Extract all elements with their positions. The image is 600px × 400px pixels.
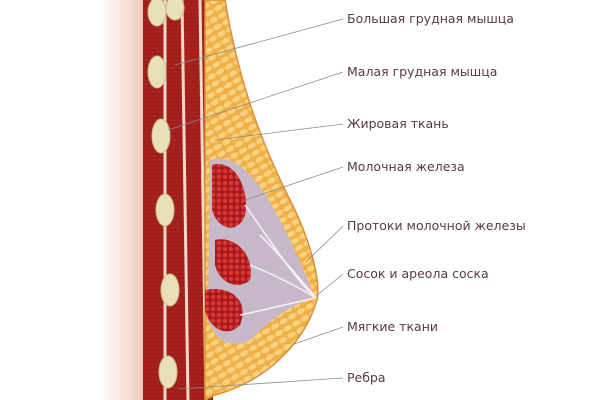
label-fat-tissue: Жировая ткань xyxy=(347,116,449,131)
label-nipple-areola: Сосок и ареола соска xyxy=(347,266,489,281)
label-pectoralis-minor: Малая грудная мышца xyxy=(347,64,498,79)
leader-lines xyxy=(167,18,344,390)
label-mammary-gland: Молочная железа xyxy=(347,159,465,174)
label-pectoralis-major: Большая грудная мышца xyxy=(347,11,514,26)
label-soft-tissue: Мягкие ткани xyxy=(347,319,438,334)
label-ribs: Ребра xyxy=(347,370,386,385)
milk-ducts xyxy=(239,204,317,316)
mammary-gland-lobules xyxy=(205,164,251,332)
skin-background xyxy=(100,0,145,400)
label-milk-ducts: Протоки молочной железы xyxy=(347,218,526,233)
rib-icons xyxy=(147,0,185,389)
